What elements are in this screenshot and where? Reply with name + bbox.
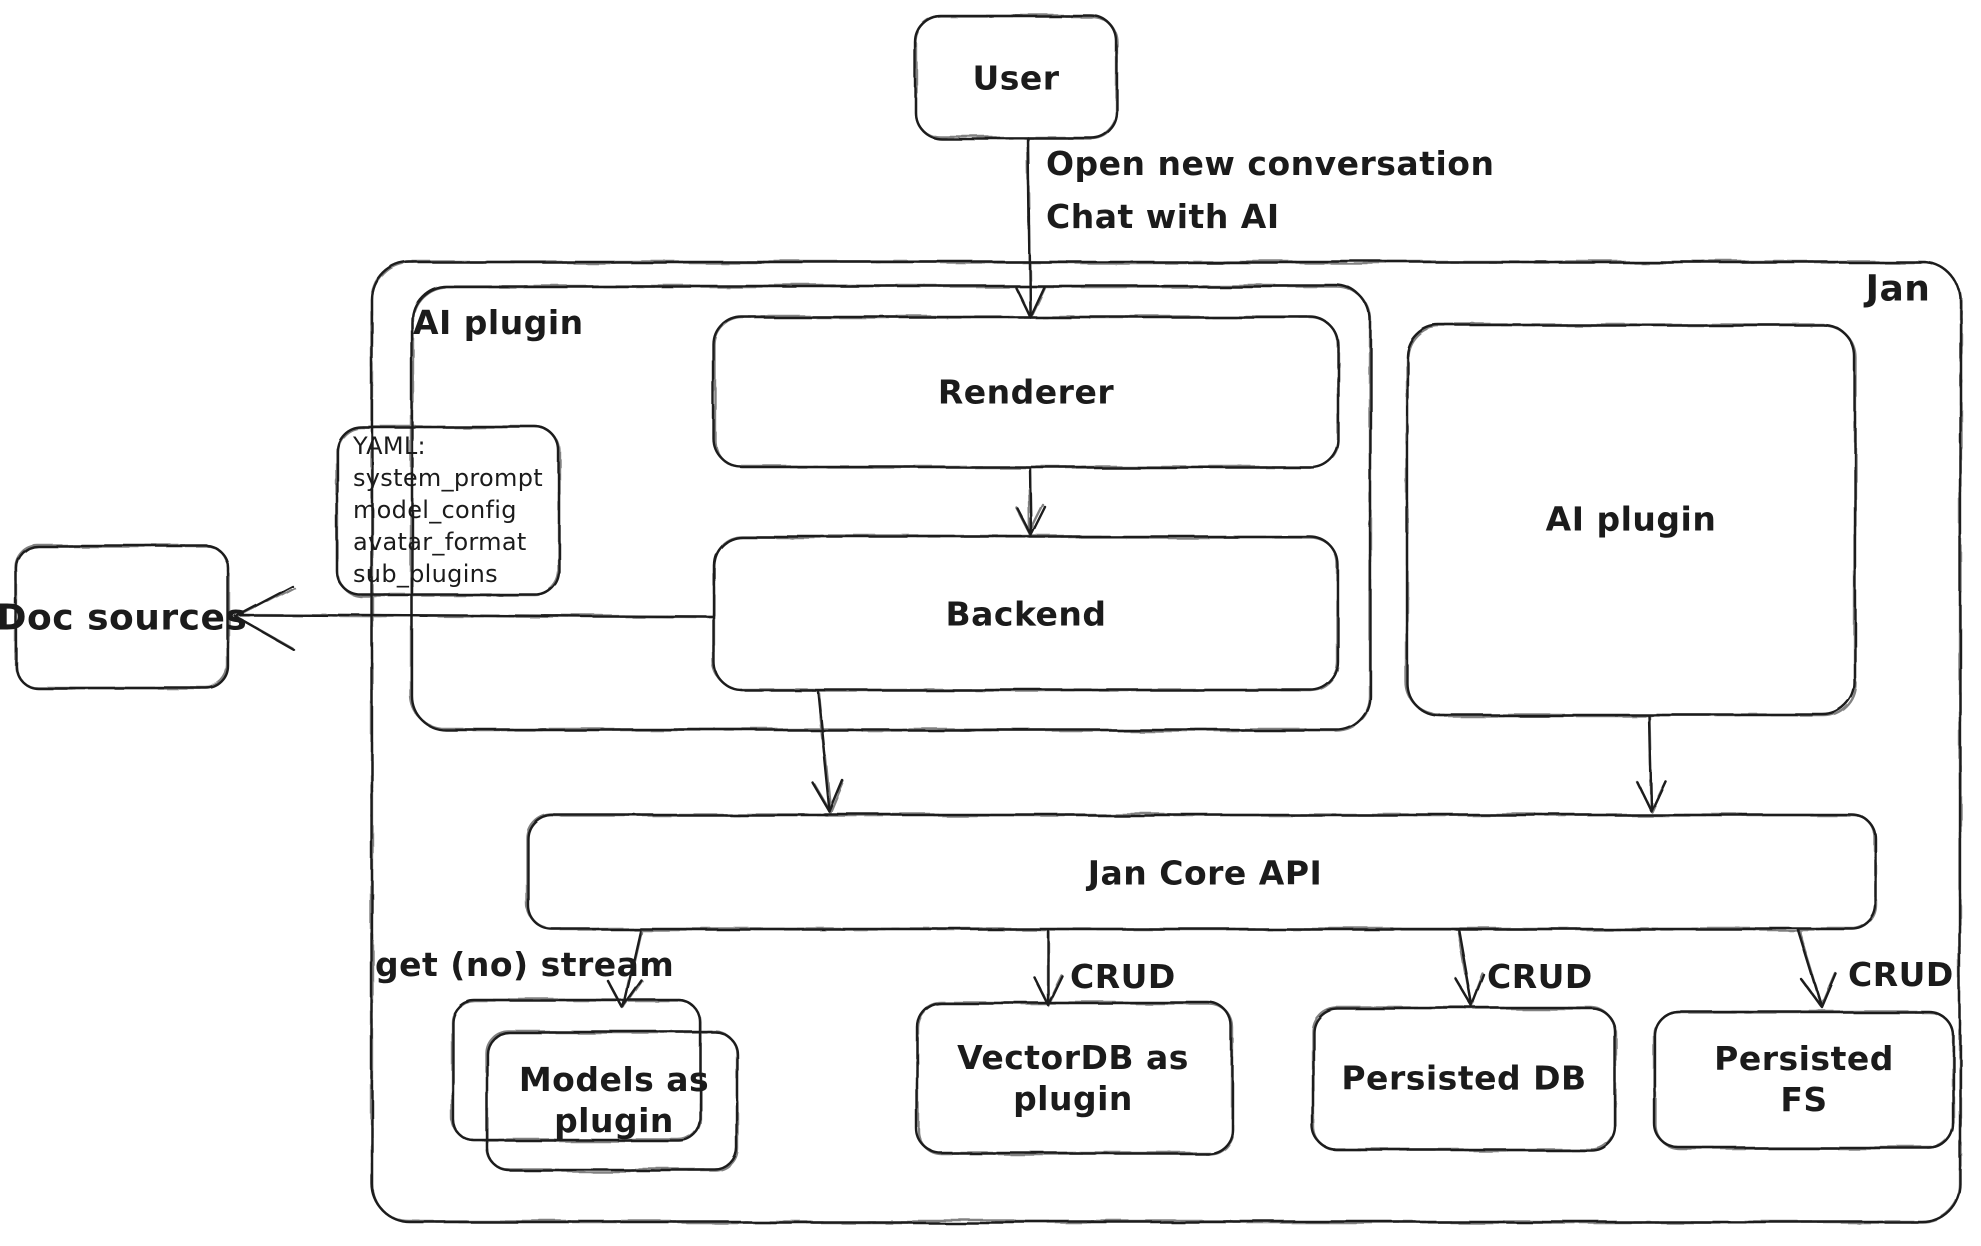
yaml-note-line: system_prompt [353,464,543,492]
doc-sources-label: Doc sources [0,597,248,639]
renderer-label: Renderer [937,372,1115,412]
yaml-note: YAML: system_prompt model_config avatar_… [353,430,543,590]
yaml-note-line: model_config [353,496,517,524]
yaml-note-line: sub_plugins [353,560,498,588]
backend-label: Backend [945,594,1107,634]
jan-container-label: Jan [1865,268,1931,310]
jan-core-api-label: Jan Core API [1087,853,1323,893]
yaml-note-title: YAML: [353,432,426,460]
user-label: User [972,58,1060,98]
edge-label-crud-persisted-fs: CRUD [1848,955,1954,994]
persisted-db-label: Persisted DB [1341,1058,1587,1098]
edge-label-get-no-stream: get (no) stream [375,945,675,984]
ai-plugin-container-label: AI plugin [413,303,584,342]
edge-label-crud-persisted-db: CRUD [1487,957,1593,996]
persisted-fs-label: Persisted FS [1714,1038,1894,1119]
yaml-note-line: avatar_format [353,528,527,556]
edge-label-crud-vectordb: CRUD [1070,957,1176,996]
edge-label-open-new-conversation: Open new conversation [1046,144,1495,183]
edge-label-chat-with-ai: Chat with AI [1046,197,1280,236]
vectordb-as-plugin-label: VectorDB as plugin [957,1037,1189,1118]
models-as-plugin-label: Models as plugin [518,1059,710,1140]
ai-plugin-node-label: AI plugin [1545,499,1717,539]
